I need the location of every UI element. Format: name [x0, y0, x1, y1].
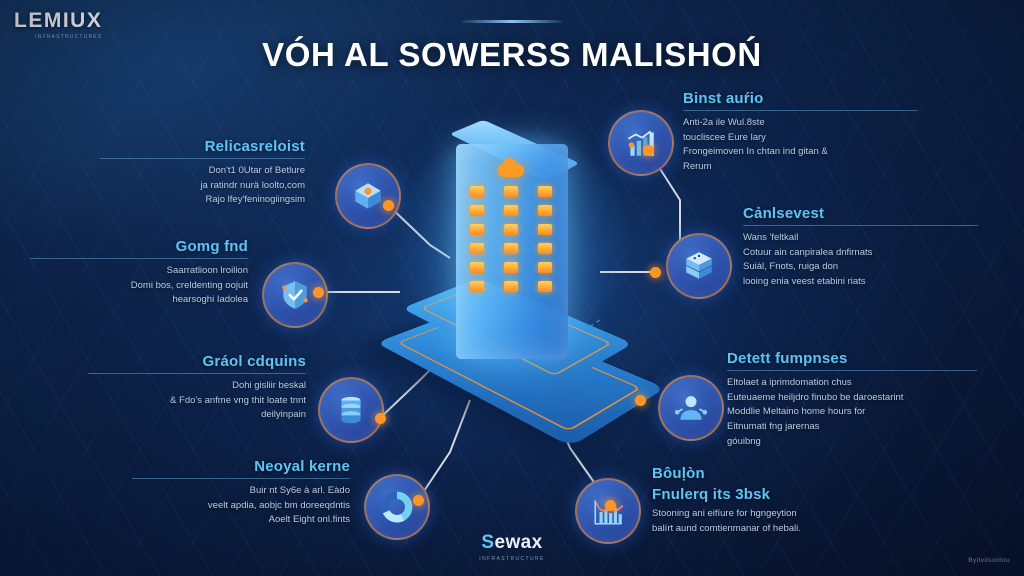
- badge-donut-chart[interactable]: [364, 474, 430, 540]
- block-body: Dohi gisliir beskal & Fdo's anfme vng th…: [170, 380, 306, 421]
- connector-dot: [375, 413, 386, 424]
- badge-database-stack[interactable]: [318, 377, 384, 443]
- heading-underline: [727, 370, 977, 371]
- text-block-right-2: Cảnlsevest Wans 'feltkail Cotuur ain can…: [743, 205, 978, 290]
- block-heading-line2: Fnulerq its 3bsk: [652, 485, 771, 503]
- block-heading: Gomg fnd: [175, 238, 248, 255]
- page-title: VÓH AL SOWERSS MALISHOŃ: [262, 36, 762, 73]
- connector-dot: [605, 500, 616, 511]
- footer-logo-initial: S: [481, 532, 495, 553]
- block-body: Eltolaet a iprimdomation chus Euteuaeme …: [727, 377, 904, 447]
- cube-box-icon: [355, 183, 381, 209]
- connector-dot: [635, 395, 646, 406]
- footer-logo-word: Sewax: [0, 532, 1024, 554]
- text-block-left-3: Gráol cdquins Dohi gisliir beskal & Fdo'…: [88, 353, 306, 423]
- server-rack-icon: [686, 252, 712, 279]
- heading-underline: [100, 158, 305, 159]
- user-network-icon: [674, 396, 708, 420]
- block-body: Don't1 0Utar of Betlure ja ratindr nurä …: [200, 165, 305, 206]
- text-block-left-2: Gomg fnd Saarratlioon lroilion Domi bos,…: [30, 238, 248, 308]
- badge-server-rack[interactable]: [666, 233, 732, 299]
- block-heading: Bôuḷòn: [652, 465, 705, 482]
- heading-underline: [683, 110, 918, 111]
- database-stack-icon: [341, 396, 361, 424]
- text-block-right-3: Detett fumpnses Eltolaet a iprimdomation…: [727, 350, 977, 450]
- block-body: Buir nt Sy6e à arl. Eàdo veelt apdia, ao…: [207, 485, 350, 526]
- footer-logo-tagline: INFRASTRUCTURE: [479, 556, 545, 562]
- heading-underline: [743, 225, 978, 226]
- block-heading: Binst auŕio: [683, 90, 764, 107]
- block-body: Anti-2a ile Wul.8ste toucliscee Eure lar…: [683, 117, 828, 173]
- text-block-right-4: Bôuḷòn Fnulerq its 3bsk Stooning ani eif…: [652, 465, 917, 537]
- block-heading: Relicasreloist: [204, 138, 305, 155]
- badge-user-network[interactable]: [658, 375, 724, 441]
- brand-name: LEMIUX: [14, 9, 103, 32]
- heading-underline: [88, 373, 306, 374]
- block-heading: Neoyal kerne: [254, 458, 350, 475]
- block-body: Saarratlioon lroilion Domi bos, creldent…: [130, 265, 248, 306]
- block-heading: Cảnlsevest: [743, 205, 825, 222]
- title-divider: [462, 20, 562, 23]
- heading-underline: [132, 478, 350, 479]
- cloud-icon: [498, 158, 524, 177]
- badge-bar-chart-handshake[interactable]: [608, 110, 674, 176]
- block-heading: Gráol cdquins: [202, 353, 306, 370]
- line-bar-chart-icon: [594, 500, 624, 525]
- block-body: Wans 'feltkail Cotuur ain canpiralea dnf…: [743, 232, 873, 288]
- badge-cube-box[interactable]: [335, 163, 401, 229]
- text-block-left-1: Relicasreloist Don't1 0Utar of Betlure j…: [100, 138, 305, 208]
- shield-security-icon: [282, 281, 308, 309]
- block-heading: Detett fumpnses: [727, 350, 848, 367]
- connector-dot: [643, 145, 654, 156]
- donut-chart-icon: [381, 491, 413, 523]
- text-block-left-4: Neoyal kerne Buir nt Sy6e à arl. Eàdo ve…: [132, 458, 350, 528]
- connector-dot: [313, 287, 324, 298]
- footer-logo: Sewax INFRASTRUCTURE: [0, 532, 1024, 562]
- footer-logo-rest: ewax: [494, 532, 543, 553]
- connector-dot: [383, 200, 394, 211]
- text-block-right-1: Binst auŕio Anti-2a ile Wul.8ste touclis…: [683, 90, 918, 175]
- heading-underline: [30, 258, 248, 259]
- bar-chart-handshake-icon: [627, 130, 654, 156]
- connector-dot: [413, 495, 424, 506]
- footer-note: Byitvitsonlou: [968, 557, 1010, 564]
- connector-dot: [650, 267, 661, 278]
